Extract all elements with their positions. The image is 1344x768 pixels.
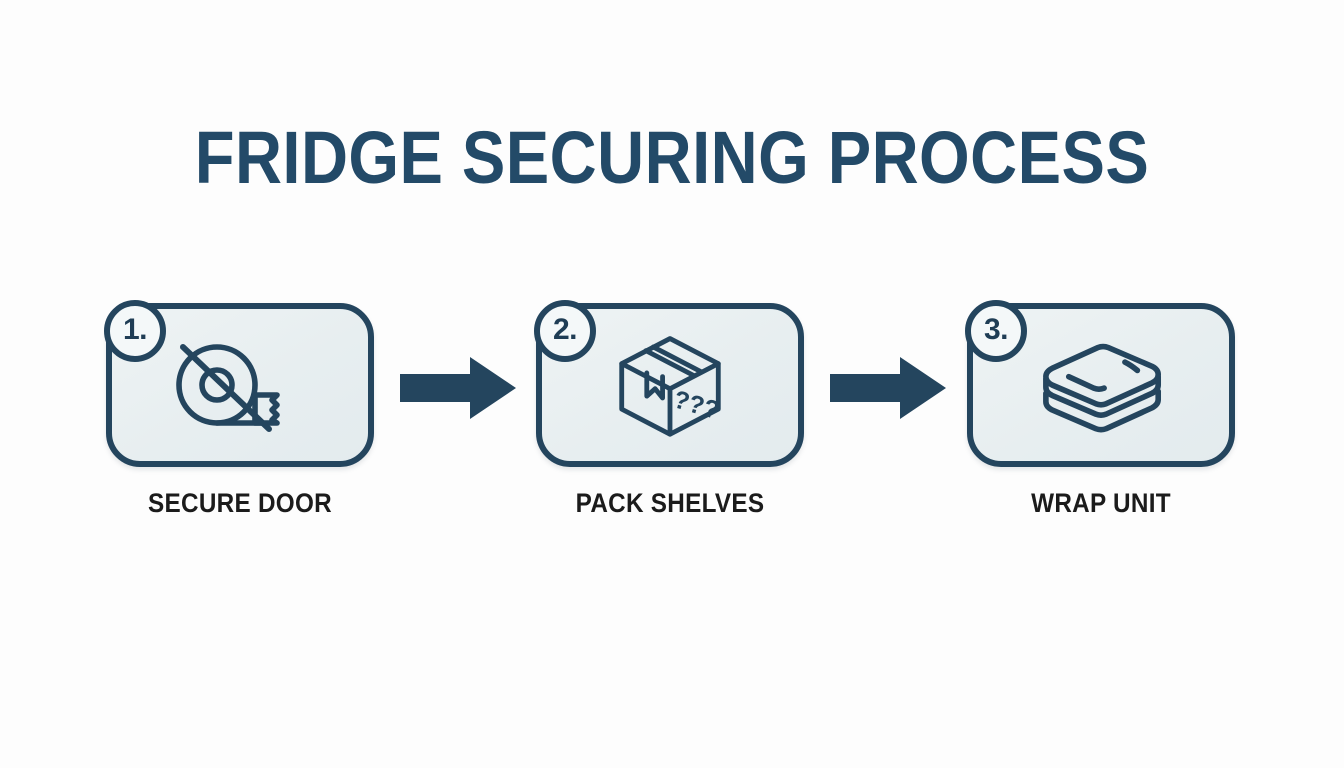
- step-2-card[interactable]: 2. ???: [534, 300, 804, 467]
- cardboard-box-icon: ???: [619, 336, 722, 437]
- step-2-number-label: 2.: [552, 313, 578, 346]
- arrow-2-icon: [830, 357, 946, 419]
- step-3-number-badge: 3.: [965, 300, 1027, 362]
- tape-roll-icon: [176, 344, 280, 432]
- process-step-1[interactable]: 1. SECURE DOOR: [104, 296, 382, 518]
- step-1-card[interactable]: 1.: [104, 300, 374, 467]
- step-1-number-badge: 1.: [104, 300, 166, 362]
- process-step-3[interactable]: 3. WRAP UNIT: [965, 296, 1243, 518]
- step-1-label: SECURE DOOR: [148, 488, 332, 518]
- step-2-label: PACK SHELVES: [575, 488, 765, 518]
- blanket-stack-icon: [1043, 343, 1162, 433]
- page-title: FRIDGE SECURING PROCESS: [194, 116, 1150, 199]
- box-question-marks: ???: [670, 385, 722, 425]
- step-3-label: WRAP UNIT: [1031, 488, 1171, 518]
- step-2-number-badge: 2.: [534, 300, 596, 362]
- step-3-card[interactable]: 3.: [965, 300, 1235, 467]
- step-1-number-label: 1.: [122, 313, 148, 346]
- step-3-number-label: 3.: [983, 313, 1009, 346]
- arrow-1-icon: [400, 357, 516, 419]
- process-step-2[interactable]: 2. ??? PACK SHELVES: [534, 296, 812, 518]
